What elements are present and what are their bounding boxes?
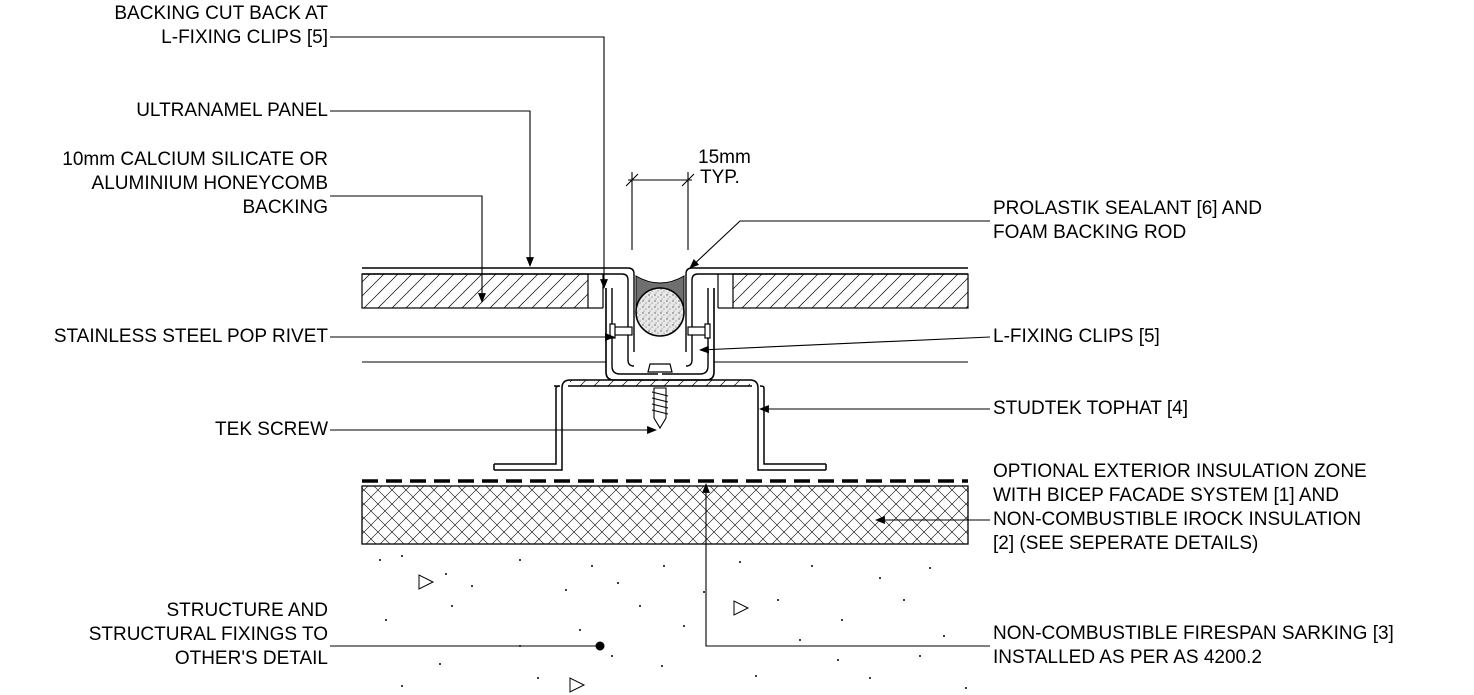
label-tek-screw: TEK SCREW [215,419,328,440]
label-structure: STRUCTURE AND STRUCTURAL FIXINGS TO OTHE… [88,600,328,669]
aggregate-triangles [418,574,750,693]
pop-rivet-right [687,323,711,339]
label-prolastik: PROLASTIK SEALANT [6] AND FOAM BACKING R… [993,198,1262,243]
structural-fixing-dot [595,641,605,651]
backing-board-left [361,273,589,309]
label-backing-cut: BACKING CUT BACK AT L-FIXING CLIPS [5] [114,3,328,48]
label-l-fixing: L-FIXING CLIPS [5] [993,326,1160,347]
leader-backing-cut [330,36,608,289]
leader-firespan [702,483,990,647]
leader-prolastik [689,220,990,269]
tek-screw-head [647,363,673,373]
ultranamel-panel-left [362,267,628,275]
ultranamel-panel-right [692,267,968,275]
label-ultranamel-panel: ULTRANAMEL PANEL [136,100,328,121]
leader-calcium [330,195,486,303]
panel-fold-right [685,273,699,367]
structure-concrete [379,555,967,689]
dimension-15mm [625,172,695,250]
leader-ultranamel [330,110,534,267]
backing-board-right [732,273,969,309]
label-insulation: OPTIONAL EXTERIOR INSULATION ZONE WITH B… [993,461,1367,554]
tek-screw-shaft [651,387,669,430]
irock-insulation [361,485,969,545]
label-pop-rivet: STAINLESS STEEL POP RIVET [53,326,328,347]
label-calcium-silicate: 10mm CALCIUM SILICATE OR ALUMINIUM HONEY… [62,149,328,218]
foam-backing-rod [635,287,685,337]
leader-l-fixing [699,336,991,354]
panel-fold-left [621,273,635,367]
label-firespan: NON-COMBUSTIBLE FIRESPAN SARKING [3] INS… [993,623,1394,668]
label-dimension: 15mm TYP. [698,147,751,188]
leader-lines [330,36,991,647]
label-studtek: STUDTEK TOPHAT [4] [993,398,1188,419]
